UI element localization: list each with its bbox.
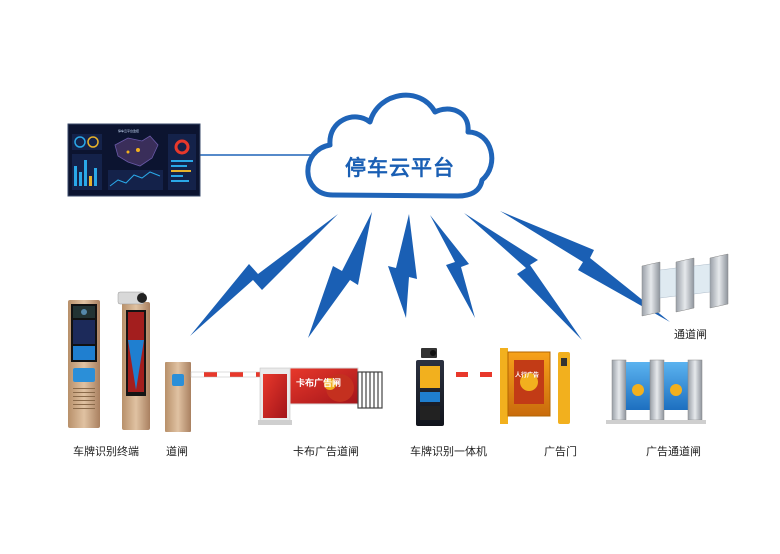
- lightning-link-1: [190, 214, 338, 336]
- ad-barrier-sign-text: 卡布广告闸: [296, 379, 342, 389]
- label-channel-gate: 通道闸: [674, 328, 707, 341]
- lightning-link-5: [464, 213, 582, 340]
- label-lpr-all-in-one: 车牌识别一体机: [410, 445, 487, 458]
- barrier-gate-device: [165, 362, 265, 432]
- lightning-link-3: [388, 214, 417, 318]
- ad-door-device: [500, 348, 570, 424]
- cloud-icon: [305, 92, 495, 199]
- lpr-all-in-one-device: [416, 348, 502, 426]
- label-ad-barrier: 卡布广告道闸: [293, 445, 359, 458]
- dashboard-title: 停车云平台监控: [118, 129, 140, 133]
- ad-door-sign-text: 人行广告: [515, 372, 540, 379]
- dashboard-screen: [67, 123, 201, 197]
- cloud-label: 停车云平台: [345, 156, 455, 180]
- label-barrier-gate: 道闸: [166, 445, 188, 458]
- channel-gate-device: [641, 253, 729, 317]
- wireless-links: [190, 211, 670, 340]
- label-ad-channel-gate: 广告通道闸: [646, 445, 701, 458]
- lightning-link-4: [430, 215, 475, 318]
- label-lpr-terminal: 车牌识别终端: [73, 445, 139, 458]
- lightning-link-6: [500, 211, 670, 322]
- ad-channel-gate-device: [606, 359, 706, 424]
- ad-barrier-device: [258, 367, 383, 425]
- lpr-terminal-device: [68, 291, 150, 430]
- lightning-link-2: [308, 212, 372, 338]
- label-ad-door: 广告门: [544, 445, 577, 458]
